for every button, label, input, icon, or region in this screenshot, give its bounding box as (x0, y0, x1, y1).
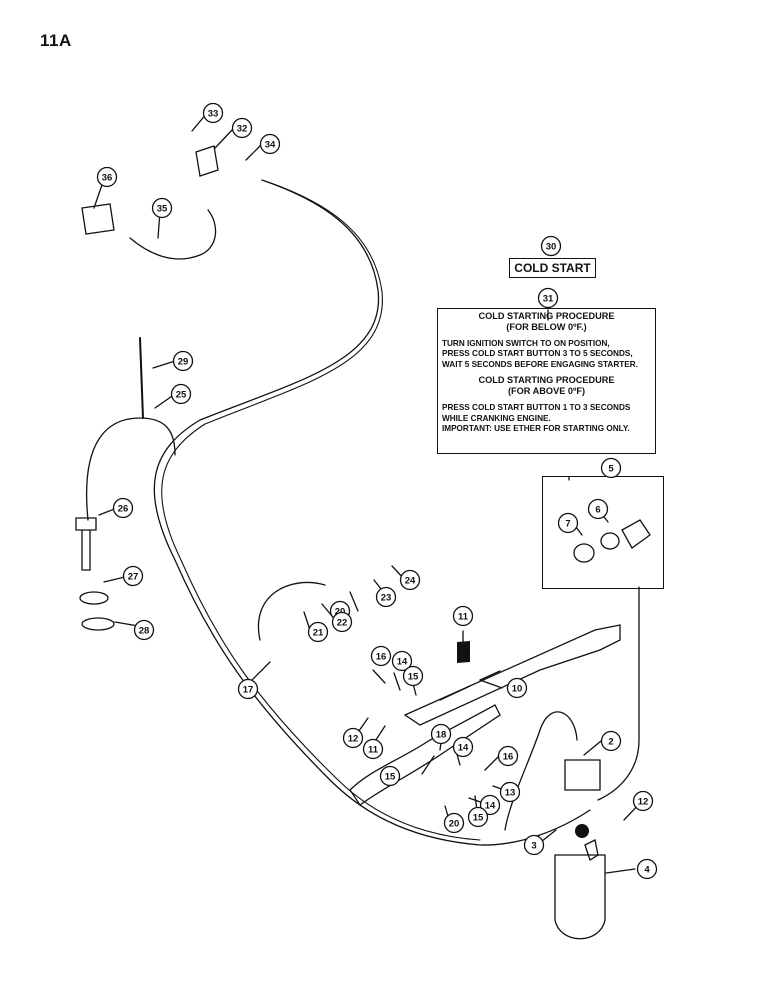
callout-circle (430, 723, 452, 745)
callout-number: 28 (139, 625, 150, 636)
callout-number: 31 (543, 293, 554, 304)
callout-number: 3 (531, 840, 536, 851)
callout-number: 2 (608, 736, 613, 747)
procedure-below-line: WAIT 5 SECONDS BEFORE ENGAGING STARTER. (442, 359, 638, 369)
callout-circle (499, 781, 521, 803)
callout-circle (506, 677, 528, 699)
callout-number: 23 (381, 592, 392, 603)
callout-number: 14 (397, 656, 408, 667)
callout-number: 11 (368, 744, 379, 755)
callout-number: 15 (385, 771, 396, 782)
callout-number: 35 (157, 203, 168, 214)
procedure-below-heading: COLD STARTING PROCEDURE (478, 311, 615, 321)
callout-number: 12 (348, 733, 359, 744)
callout-circle (331, 611, 353, 633)
callout-number: 5 (608, 463, 614, 474)
callout-number: 13 (505, 787, 516, 798)
callout-circle (151, 197, 173, 219)
callout-number: 4 (644, 864, 650, 875)
callout-number: 24 (405, 575, 416, 586)
callout-number: 12 (638, 796, 649, 807)
callout-circle (399, 569, 421, 591)
callout-number: 14 (458, 742, 469, 753)
callout-circle (307, 621, 329, 643)
callout-circle (375, 586, 397, 608)
callout-circle (537, 287, 559, 309)
callout-number: 16 (376, 651, 387, 662)
callout-number: 21 (313, 627, 324, 638)
callout-number: 29 (178, 356, 189, 367)
callout-number: 15 (408, 671, 419, 682)
callout-number: 7 (565, 518, 570, 529)
callout-number: 25 (176, 389, 187, 400)
callout-circle (202, 102, 224, 124)
callout-number: 22 (337, 617, 348, 628)
callout-circle (237, 678, 259, 700)
callout-circle (112, 497, 134, 519)
callout-circle (379, 765, 401, 787)
callout-number: 17 (243, 684, 254, 695)
callout-circle (172, 350, 194, 372)
callout-number: 34 (265, 139, 276, 150)
callout-circle (636, 858, 658, 880)
procedure-below-line: TURN IGNITION SWITCH TO ON POSITION, (442, 339, 610, 348)
cold-start-decal: COLD START (509, 258, 596, 278)
callout-number: 26 (118, 503, 129, 514)
callout-circle (259, 133, 281, 155)
callout-number: 20 (335, 606, 346, 617)
callout-number: 15 (473, 812, 484, 823)
callout-number: 20 (449, 818, 460, 829)
procedure-above-heading: COLD STARTING PROCEDURE (478, 375, 615, 386)
callout-circle (122, 565, 144, 587)
callout-circle (600, 730, 622, 752)
callout-circle (452, 736, 474, 758)
procedure-above-line: IMPORTANT: USE ETHER FOR STARTING ONLY. (442, 424, 630, 434)
callout-circle (587, 498, 609, 520)
callout-circle (523, 834, 545, 856)
callout-number: 14 (485, 800, 496, 811)
procedure-above-subheading: (FOR ABOVE 0ºF) (507, 386, 586, 397)
procedure-below-subheading: (FOR BELOW 0ºF.) (506, 322, 587, 332)
procedure-below-line: PRESS COLD START BUTTON 3 TO 5 SECONDS, (442, 349, 633, 359)
cold-starting-procedure-decal: COLD STARTING PROCEDURE (FOR BELOW 0ºF.)… (437, 308, 656, 454)
callout-number: 27 (128, 571, 139, 582)
callout-circle (452, 605, 474, 627)
procedure-above-line: PRESS COLD START BUTTON 1 TO 3 SECONDS (442, 403, 631, 413)
callout-number: 33 (208, 108, 219, 119)
callout-number: 30 (546, 241, 557, 252)
callout-number: 6 (595, 504, 600, 515)
callout-number: 18 (436, 729, 447, 740)
callout-circle (96, 166, 118, 188)
callout-number: 16 (503, 751, 514, 762)
callout-circle (497, 745, 519, 767)
callout-number: 36 (102, 172, 113, 183)
fitting-kit-box (542, 476, 664, 589)
callout-circle (479, 794, 501, 816)
callout-number: 11 (458, 611, 469, 622)
callout-number: 10 (512, 683, 523, 694)
callout-circle (362, 738, 384, 760)
callout-circle (402, 665, 424, 687)
callout-circle (342, 727, 364, 749)
callout-circle (540, 235, 562, 257)
callout-circle (467, 806, 489, 828)
callout-circle (133, 619, 155, 641)
callout-number: 32 (237, 123, 248, 134)
callout-circle (557, 512, 579, 534)
callout-circle (443, 812, 465, 834)
callout-circle (231, 117, 253, 139)
page-number: 11A (40, 31, 72, 50)
callout-circle (632, 790, 654, 812)
callout-circle (170, 383, 192, 405)
callout-circle (370, 645, 392, 667)
callout-circle (600, 457, 622, 479)
procedure-above-line: WHILE CRANKING ENGINE. (442, 413, 551, 423)
callout-circle (391, 650, 413, 672)
